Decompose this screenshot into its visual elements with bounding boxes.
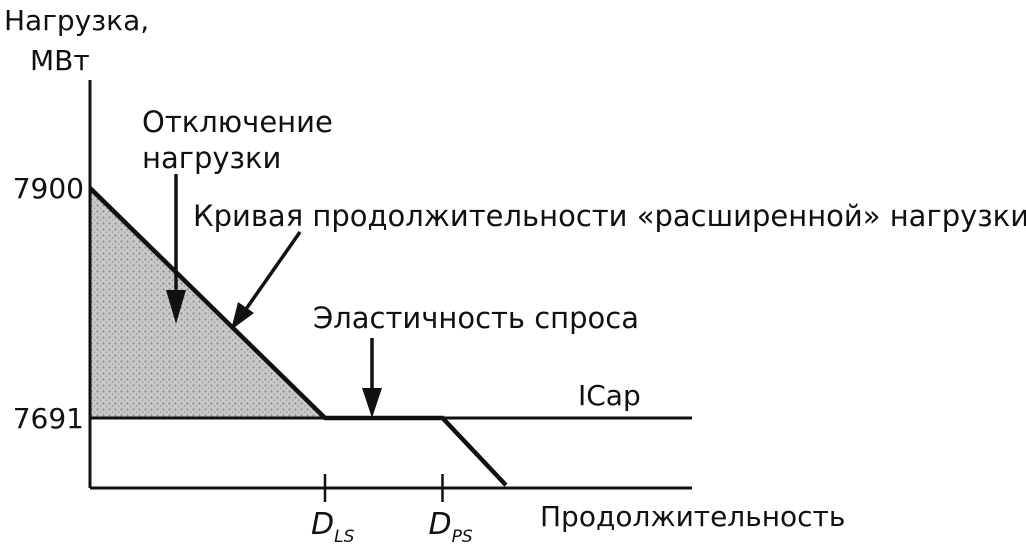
y-axis-title-line2: МВт bbox=[30, 44, 90, 77]
arrow-demand-elasticity bbox=[362, 338, 382, 418]
arrow-extended-curve bbox=[231, 230, 302, 330]
y-axis-title-line1: Нагрузка, bbox=[4, 4, 149, 37]
y-tick-label-7691: 7691 bbox=[13, 402, 84, 435]
icap-label: ICap bbox=[578, 379, 641, 412]
y-tick-label-7900: 7900 bbox=[13, 172, 84, 205]
x-axis-title: Продолжительность bbox=[540, 500, 845, 533]
x-tick-label-dps: DPS bbox=[429, 507, 473, 544]
extended-duration-curve-line bbox=[88, 186, 508, 487]
annotation-load-shedding-line2: нагрузки bbox=[142, 141, 281, 175]
x-tick-label-dls: DLS bbox=[311, 507, 355, 544]
arrow-load-shedding bbox=[166, 174, 186, 324]
annotation-load-shedding-line1: Отключение bbox=[142, 105, 333, 139]
annotation-extended-curve: Кривая продолжительности «расширенной» н… bbox=[193, 199, 1026, 233]
annotation-demand-elasticity: Эластичность спроса bbox=[313, 301, 639, 335]
